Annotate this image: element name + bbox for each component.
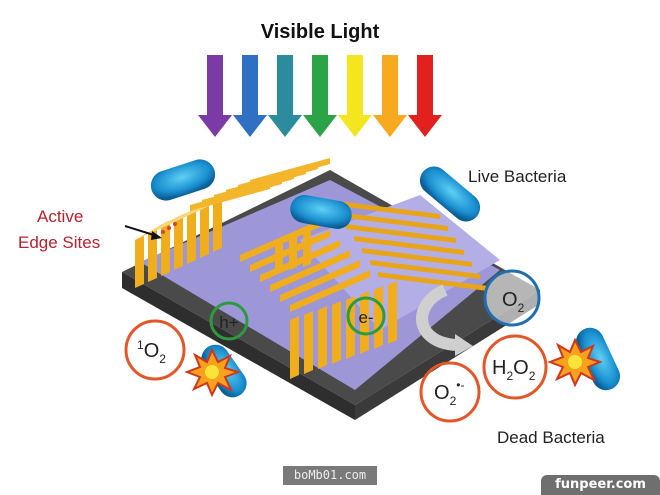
fin — [200, 206, 209, 258]
fin — [332, 301, 341, 364]
hydrogen-peroxide-label: H2O2 — [492, 357, 536, 383]
electron-label: e- — [358, 308, 373, 327]
fin — [148, 212, 188, 234]
live-bacterium — [290, 195, 352, 229]
fin — [260, 240, 340, 282]
electron-transfer-arrow — [416, 284, 461, 351]
title: Visible Light — [261, 21, 380, 43]
fin — [213, 200, 222, 252]
watermark-bomb01: boMb01.com — [283, 466, 377, 485]
active-edge-sites-marker — [161, 222, 177, 234]
fin — [135, 218, 175, 240]
fin — [318, 306, 327, 369]
fin — [304, 311, 313, 374]
pointer-arrowhead-icon — [151, 231, 162, 240]
fin — [280, 260, 360, 302]
superoxide-label: O2•- — [434, 378, 464, 408]
fin — [187, 212, 196, 264]
fin — [362, 248, 472, 267]
fin — [303, 231, 311, 267]
fin — [388, 281, 397, 344]
fin — [374, 286, 383, 349]
fin — [161, 224, 170, 276]
visible-light-arrows — [198, 55, 442, 137]
singlet-oxygen-circle — [124, 319, 186, 381]
singlet-oxygen-label: 1O2 — [137, 338, 166, 366]
oxygen-circle — [483, 269, 541, 327]
active-edge-label-line1: Active — [37, 207, 83, 226]
active-edge-label-line2: Edge Sites — [18, 233, 100, 252]
fin — [360, 291, 369, 354]
light-arrow — [373, 55, 407, 137]
light-arrow — [233, 55, 267, 137]
hole-circle — [209, 301, 249, 341]
fin — [250, 158, 330, 186]
dead-bacteria-label: Dead Bacteria — [497, 428, 605, 447]
watermark-funpeer: funpeer.com — [541, 475, 660, 495]
hole-label: h+ — [219, 313, 238, 332]
electron-circle — [346, 296, 386, 336]
fin — [148, 230, 157, 282]
fin — [161, 206, 201, 228]
fin — [370, 260, 480, 279]
fin — [174, 218, 183, 270]
fin — [135, 236, 144, 288]
oxygen-label: O2 — [502, 289, 525, 315]
live-bacterium — [419, 166, 481, 222]
superoxide-circle — [419, 361, 481, 423]
fin — [289, 234, 297, 270]
hydrogen-peroxide-circle — [482, 334, 548, 400]
fin — [354, 236, 464, 255]
fin — [346, 224, 456, 243]
fin — [290, 316, 299, 379]
mos2-edge-fins — [135, 158, 488, 379]
fin — [290, 270, 370, 312]
live-bacteria-label: Live Bacteria — [468, 167, 567, 186]
dead-bacterium — [575, 327, 621, 391]
light-arrow — [268, 55, 302, 137]
light-arrow — [408, 55, 442, 137]
explosion-core — [205, 365, 219, 379]
light-arrow — [338, 55, 372, 137]
light-arrow — [198, 55, 232, 137]
fin — [330, 200, 440, 219]
fin — [270, 250, 350, 292]
live-bacterium — [150, 159, 216, 201]
explosion-core — [568, 355, 582, 369]
fin — [378, 272, 488, 291]
fin — [338, 212, 448, 231]
arrow-head-icon — [455, 334, 473, 356]
fin — [275, 237, 283, 273]
light-arrow — [303, 55, 337, 137]
